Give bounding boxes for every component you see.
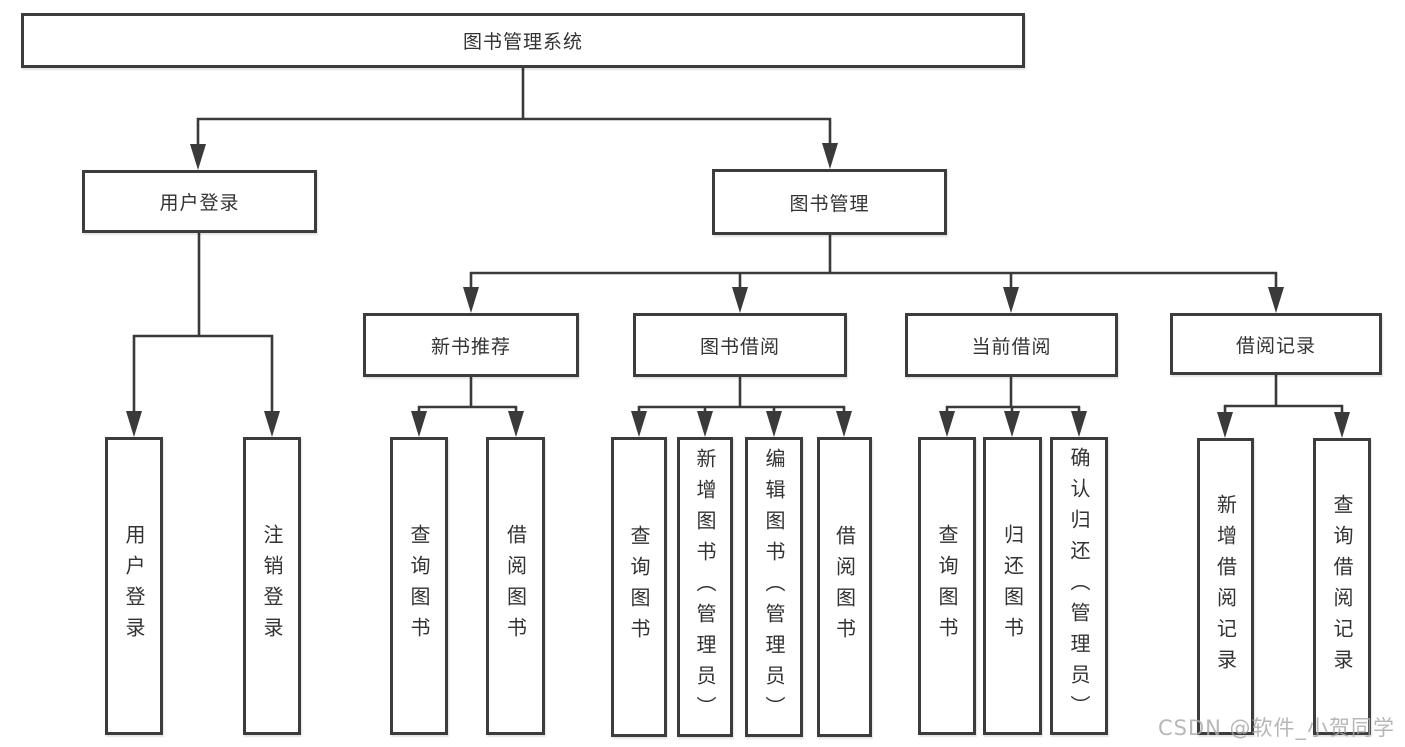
node-borrow-records: 借阅记录 bbox=[1170, 313, 1382, 375]
node-label: 当前借阅 bbox=[971, 335, 1052, 358]
leaf-user-login: 用户登录 bbox=[105, 437, 163, 735]
node-label: 确认归还（管理员） bbox=[1067, 446, 1091, 726]
leaf-current-query-books: 查询图书 bbox=[918, 437, 976, 735]
leaf-recommend-query-books: 查询图书 bbox=[390, 437, 448, 735]
node-book-borrow: 图书借阅 bbox=[633, 313, 847, 377]
node-label: 借阅记录 bbox=[1235, 334, 1316, 357]
leaf-borrow-add-books-admin: 新增图书（管理员） bbox=[677, 437, 733, 737]
node-label: 新增借阅记录 bbox=[1213, 493, 1238, 680]
node-label: 查询图书 bbox=[407, 524, 431, 648]
node-label: 用户登录 bbox=[159, 192, 240, 214]
leaf-borrow-query-books: 查询图书 bbox=[611, 437, 667, 737]
node-label: 借阅图书 bbox=[832, 525, 857, 649]
node-label: 查询借阅记录 bbox=[1330, 493, 1354, 680]
csdn-watermark: CSDN @软件_小贺同学 bbox=[1158, 716, 1396, 740]
node-label: 图书管理 bbox=[789, 192, 870, 215]
leaf-recommend-borrow-books: 借阅图书 bbox=[486, 437, 545, 735]
node-label: 图书管理系统 bbox=[462, 31, 583, 53]
node-label: 查询图书 bbox=[627, 525, 651, 649]
node-label: 编辑图书（管理员） bbox=[762, 447, 786, 727]
leaf-borrow-borrow-books: 借阅图书 bbox=[817, 437, 872, 737]
leaf-records-add-record: 新增借阅记录 bbox=[1197, 438, 1254, 735]
node-new-book-recommend: 新书推荐 bbox=[363, 313, 579, 377]
node-label: 查询图书 bbox=[935, 524, 959, 648]
leaf-logout-login: 注销登录 bbox=[243, 437, 301, 735]
node-current-borrow: 当前借阅 bbox=[905, 313, 1118, 377]
node-user-login: 用户登录 bbox=[82, 170, 317, 233]
node-label: 新书推荐 bbox=[430, 335, 511, 358]
node-label: 新增图书（管理员） bbox=[693, 447, 717, 727]
node-label: 借阅图书 bbox=[503, 524, 528, 648]
leaf-records-query-record: 查询借阅记录 bbox=[1313, 438, 1371, 735]
node-book-management: 图书管理 bbox=[712, 169, 947, 235]
leaf-current-return-books: 归还图书 bbox=[983, 437, 1042, 735]
leaf-current-confirm-return-admin: 确认归还（管理员） bbox=[1050, 437, 1108, 735]
leaf-borrow-edit-books-admin: 编辑图书（管理员） bbox=[745, 437, 803, 737]
node-label: 图书借阅 bbox=[699, 335, 780, 358]
node-label: 归还图书 bbox=[1000, 524, 1025, 648]
node-label: 用户登录 bbox=[122, 524, 146, 648]
node-root-system: 图书管理系统 bbox=[21, 13, 1025, 68]
node-label: 注销登录 bbox=[260, 524, 284, 648]
